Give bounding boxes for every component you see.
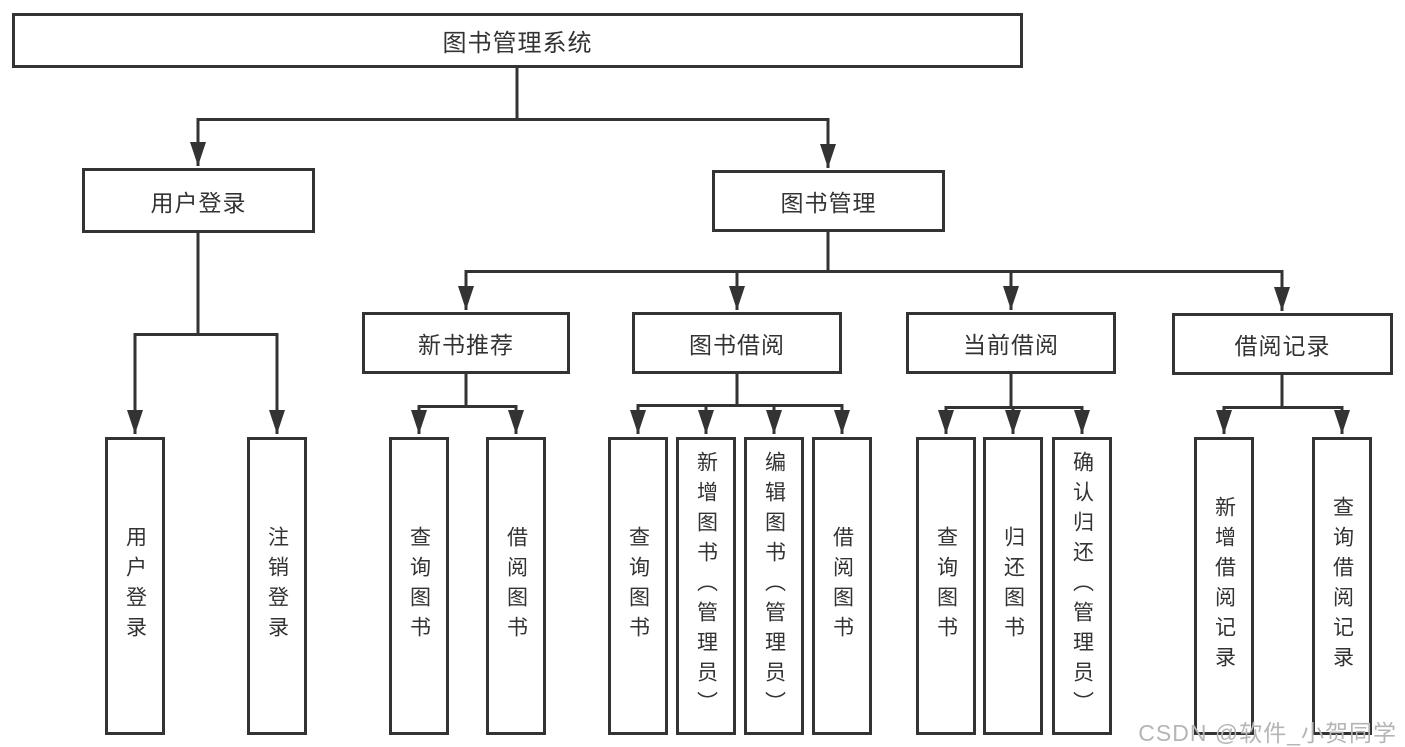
leaf-query-books-borrow: 查询图书 bbox=[608, 437, 668, 735]
csdn-watermark: CSDN @软件_小贺同学 bbox=[1138, 720, 1397, 746]
leaf-label: 注销登录 bbox=[265, 526, 289, 646]
leaf-add-borrow-record: 新增借阅记录 bbox=[1194, 437, 1254, 735]
leaf-edit-books-admin: 编辑图书（管理员） bbox=[744, 437, 804, 735]
leaf-borrow-books-recommend: 借阅图书 bbox=[486, 437, 546, 735]
leaf-borrow-books: 借阅图书 bbox=[812, 437, 872, 735]
node-root-library-system: 图书管理系统 bbox=[12, 13, 1023, 68]
leaf-label: 查询借阅记录 bbox=[1330, 496, 1354, 676]
leaf-query-books-recommend: 查询图书 bbox=[389, 437, 449, 735]
leaf-logout: 注销登录 bbox=[247, 437, 307, 735]
node-book-management: 图书管理 bbox=[712, 170, 945, 232]
leaf-label: 查询图书 bbox=[626, 526, 650, 646]
leaf-label: 查询图书 bbox=[934, 526, 958, 646]
leaf-add-books-admin: 新增图书（管理员） bbox=[676, 437, 736, 735]
node-book-borrowing: 图书借阅 bbox=[632, 312, 842, 374]
node-new-book-recommendation: 新书推荐 bbox=[362, 312, 570, 374]
leaf-label: 用户登录 bbox=[123, 526, 147, 646]
leaf-user-login: 用户登录 bbox=[105, 437, 165, 735]
leaf-return-books: 归还图书 bbox=[983, 437, 1043, 735]
node-user-login: 用户登录 bbox=[82, 168, 315, 233]
leaf-label: 确认归还（管理员） bbox=[1070, 451, 1094, 721]
leaf-label: 编辑图书（管理员） bbox=[762, 451, 786, 721]
node-current-borrowing: 当前借阅 bbox=[906, 312, 1116, 374]
leaf-query-borrow-record: 查询借阅记录 bbox=[1312, 437, 1372, 735]
leaf-query-books-current: 查询图书 bbox=[916, 437, 976, 735]
leaf-label: 新增借阅记录 bbox=[1212, 496, 1236, 676]
leaf-label: 归还图书 bbox=[1001, 526, 1025, 646]
leaf-label: 借阅图书 bbox=[830, 526, 854, 646]
leaf-label: 查询图书 bbox=[407, 526, 431, 646]
leaf-label: 借阅图书 bbox=[504, 526, 528, 646]
node-borrowing-records: 借阅记录 bbox=[1172, 313, 1393, 375]
leaf-confirm-return-admin: 确认归还（管理员） bbox=[1052, 437, 1112, 735]
leaf-label: 新增图书（管理员） bbox=[694, 451, 718, 721]
